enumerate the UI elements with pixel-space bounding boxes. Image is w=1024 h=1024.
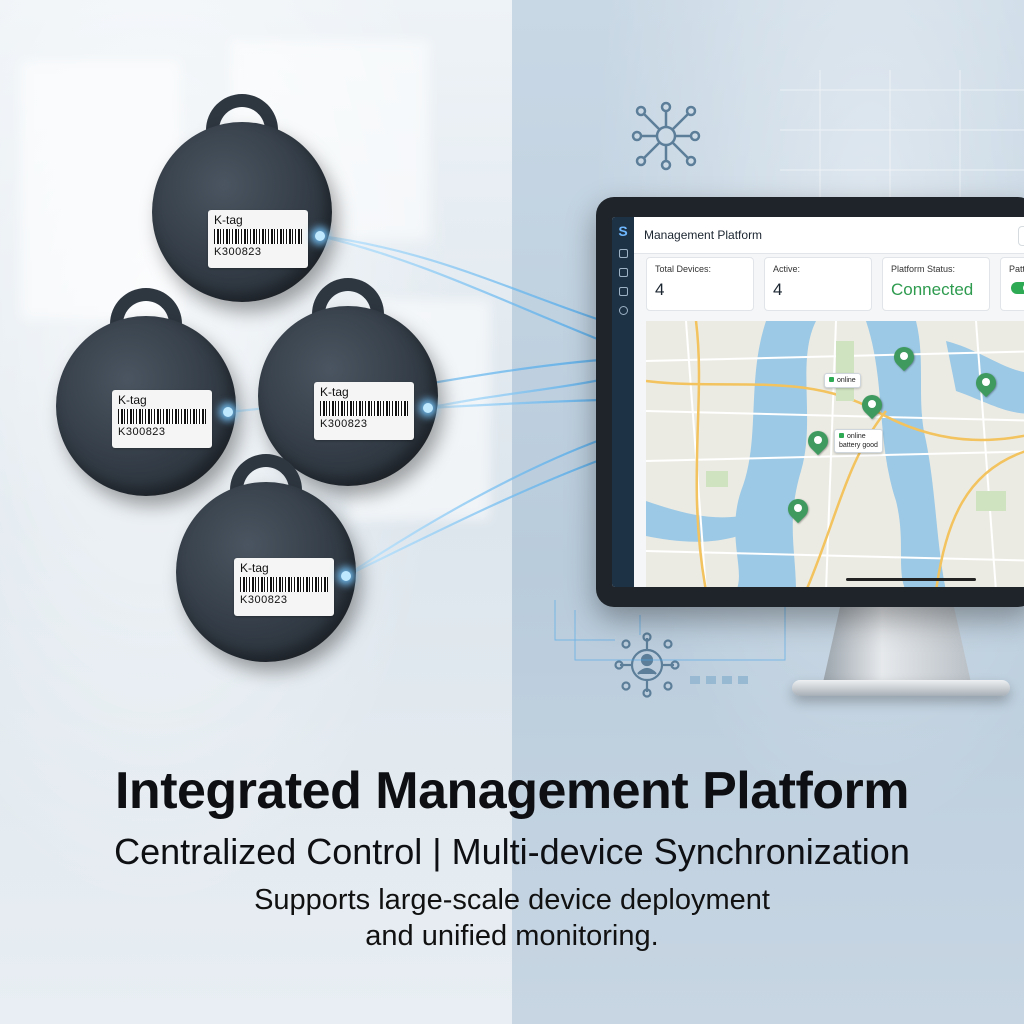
tag-label: K-tag K300823: [208, 210, 308, 268]
device-location-pin[interactable]: [783, 494, 813, 524]
stat-label: Patt: [1009, 264, 1024, 274]
status-toggle[interactable]: [1011, 282, 1024, 294]
device-map[interactable]: online online battery good: [646, 321, 1024, 587]
stat-label: Total Devices:: [655, 264, 712, 274]
monitor-stand-base: [792, 680, 1010, 696]
stat-label: Platform Status:: [891, 264, 956, 274]
tag-name: K-tag: [214, 213, 243, 227]
tag-name: K-tag: [118, 393, 147, 407]
description-line-2: and unified monitoring.: [365, 920, 659, 952]
tag-id: K300823: [214, 246, 262, 258]
home-icon[interactable]: [618, 249, 628, 258]
platform-header: Management Platform V: [634, 217, 1024, 254]
signal-glow-icon: [315, 231, 325, 241]
stats-cards: Total Devices: 4 Active: 4 Platform Stat…: [646, 257, 1024, 313]
barcode-icon: [214, 229, 302, 244]
tag-id: K300823: [240, 594, 288, 606]
barcode-icon: [118, 409, 206, 424]
grid-icon[interactable]: [618, 268, 628, 277]
stat-card-total-devices: Total Devices: 4: [646, 257, 754, 311]
stat-card-partial: Patt: [1000, 257, 1024, 311]
tag-label: K-tag K300823: [112, 390, 212, 448]
bubble-text: battery good: [839, 442, 878, 449]
tag-id: K300823: [118, 426, 166, 438]
tag-label: K-tag K300823: [234, 558, 334, 616]
screen-home-indicator: [846, 578, 976, 581]
network-user-icon: [614, 632, 680, 698]
tag-name: K-tag: [240, 561, 269, 575]
signal-glow-icon: [341, 571, 351, 581]
bubble-text: online: [837, 377, 856, 384]
monitor-stand: [822, 607, 972, 687]
status-value: Connected: [891, 280, 974, 299]
management-platform-screen: S Management Platform V Total Devices: 4…: [612, 217, 1024, 587]
signal-glow-icon: [423, 403, 433, 413]
device-location-pin[interactable]: [889, 342, 919, 372]
stat-value: 4: [655, 280, 665, 299]
k-tag-device: K-tag K300823: [56, 288, 236, 496]
k-tag-device: K-tag K300823: [176, 454, 356, 662]
barcode-icon: [240, 577, 328, 592]
k-tag-device: K-tag K300823: [152, 94, 332, 302]
bubble-text: online: [847, 433, 866, 440]
sub-headline: Centralized Control | Multi-device Synch…: [114, 831, 910, 872]
description-line-1: Supports large-scale device deployment: [254, 884, 770, 916]
settings-icon[interactable]: [618, 306, 628, 315]
signal-glow-icon: [223, 407, 233, 417]
tag-id: K300823: [320, 418, 368, 430]
stat-card-platform-status: Platform Status: Connected: [882, 257, 990, 311]
map-status-bubble: online battery good: [834, 429, 883, 453]
tech-grid-decoration: [780, 70, 1024, 220]
network-hub-icon: [631, 101, 701, 171]
stat-card-active: Active: 4: [764, 257, 872, 311]
device-location-pin[interactable]: [803, 426, 833, 456]
sidebar-rail: S: [612, 217, 634, 587]
tag-label: K-tag K300823: [314, 382, 414, 440]
document-icon[interactable]: [618, 287, 628, 296]
map-status-bubble: online: [824, 373, 861, 388]
headline-section: Integrated Management Platform Centraliz…: [0, 760, 1024, 954]
header-button[interactable]: V: [1018, 226, 1024, 246]
tag-name: K-tag: [320, 385, 349, 399]
page-title: Management Platform: [644, 228, 763, 242]
device-location-pin[interactable]: [857, 390, 887, 420]
barcode-icon: [320, 401, 408, 416]
city-map-graphic: [646, 321, 1024, 587]
monitor-frame: S Management Platform V Total Devices: 4…: [596, 197, 1024, 607]
device-location-pin[interactable]: [971, 368, 1001, 398]
stat-label: Active:: [773, 264, 801, 274]
platform-logo: S: [618, 223, 628, 239]
stat-value: 4: [773, 280, 783, 299]
main-headline: Integrated Management Platform: [114, 762, 910, 820]
